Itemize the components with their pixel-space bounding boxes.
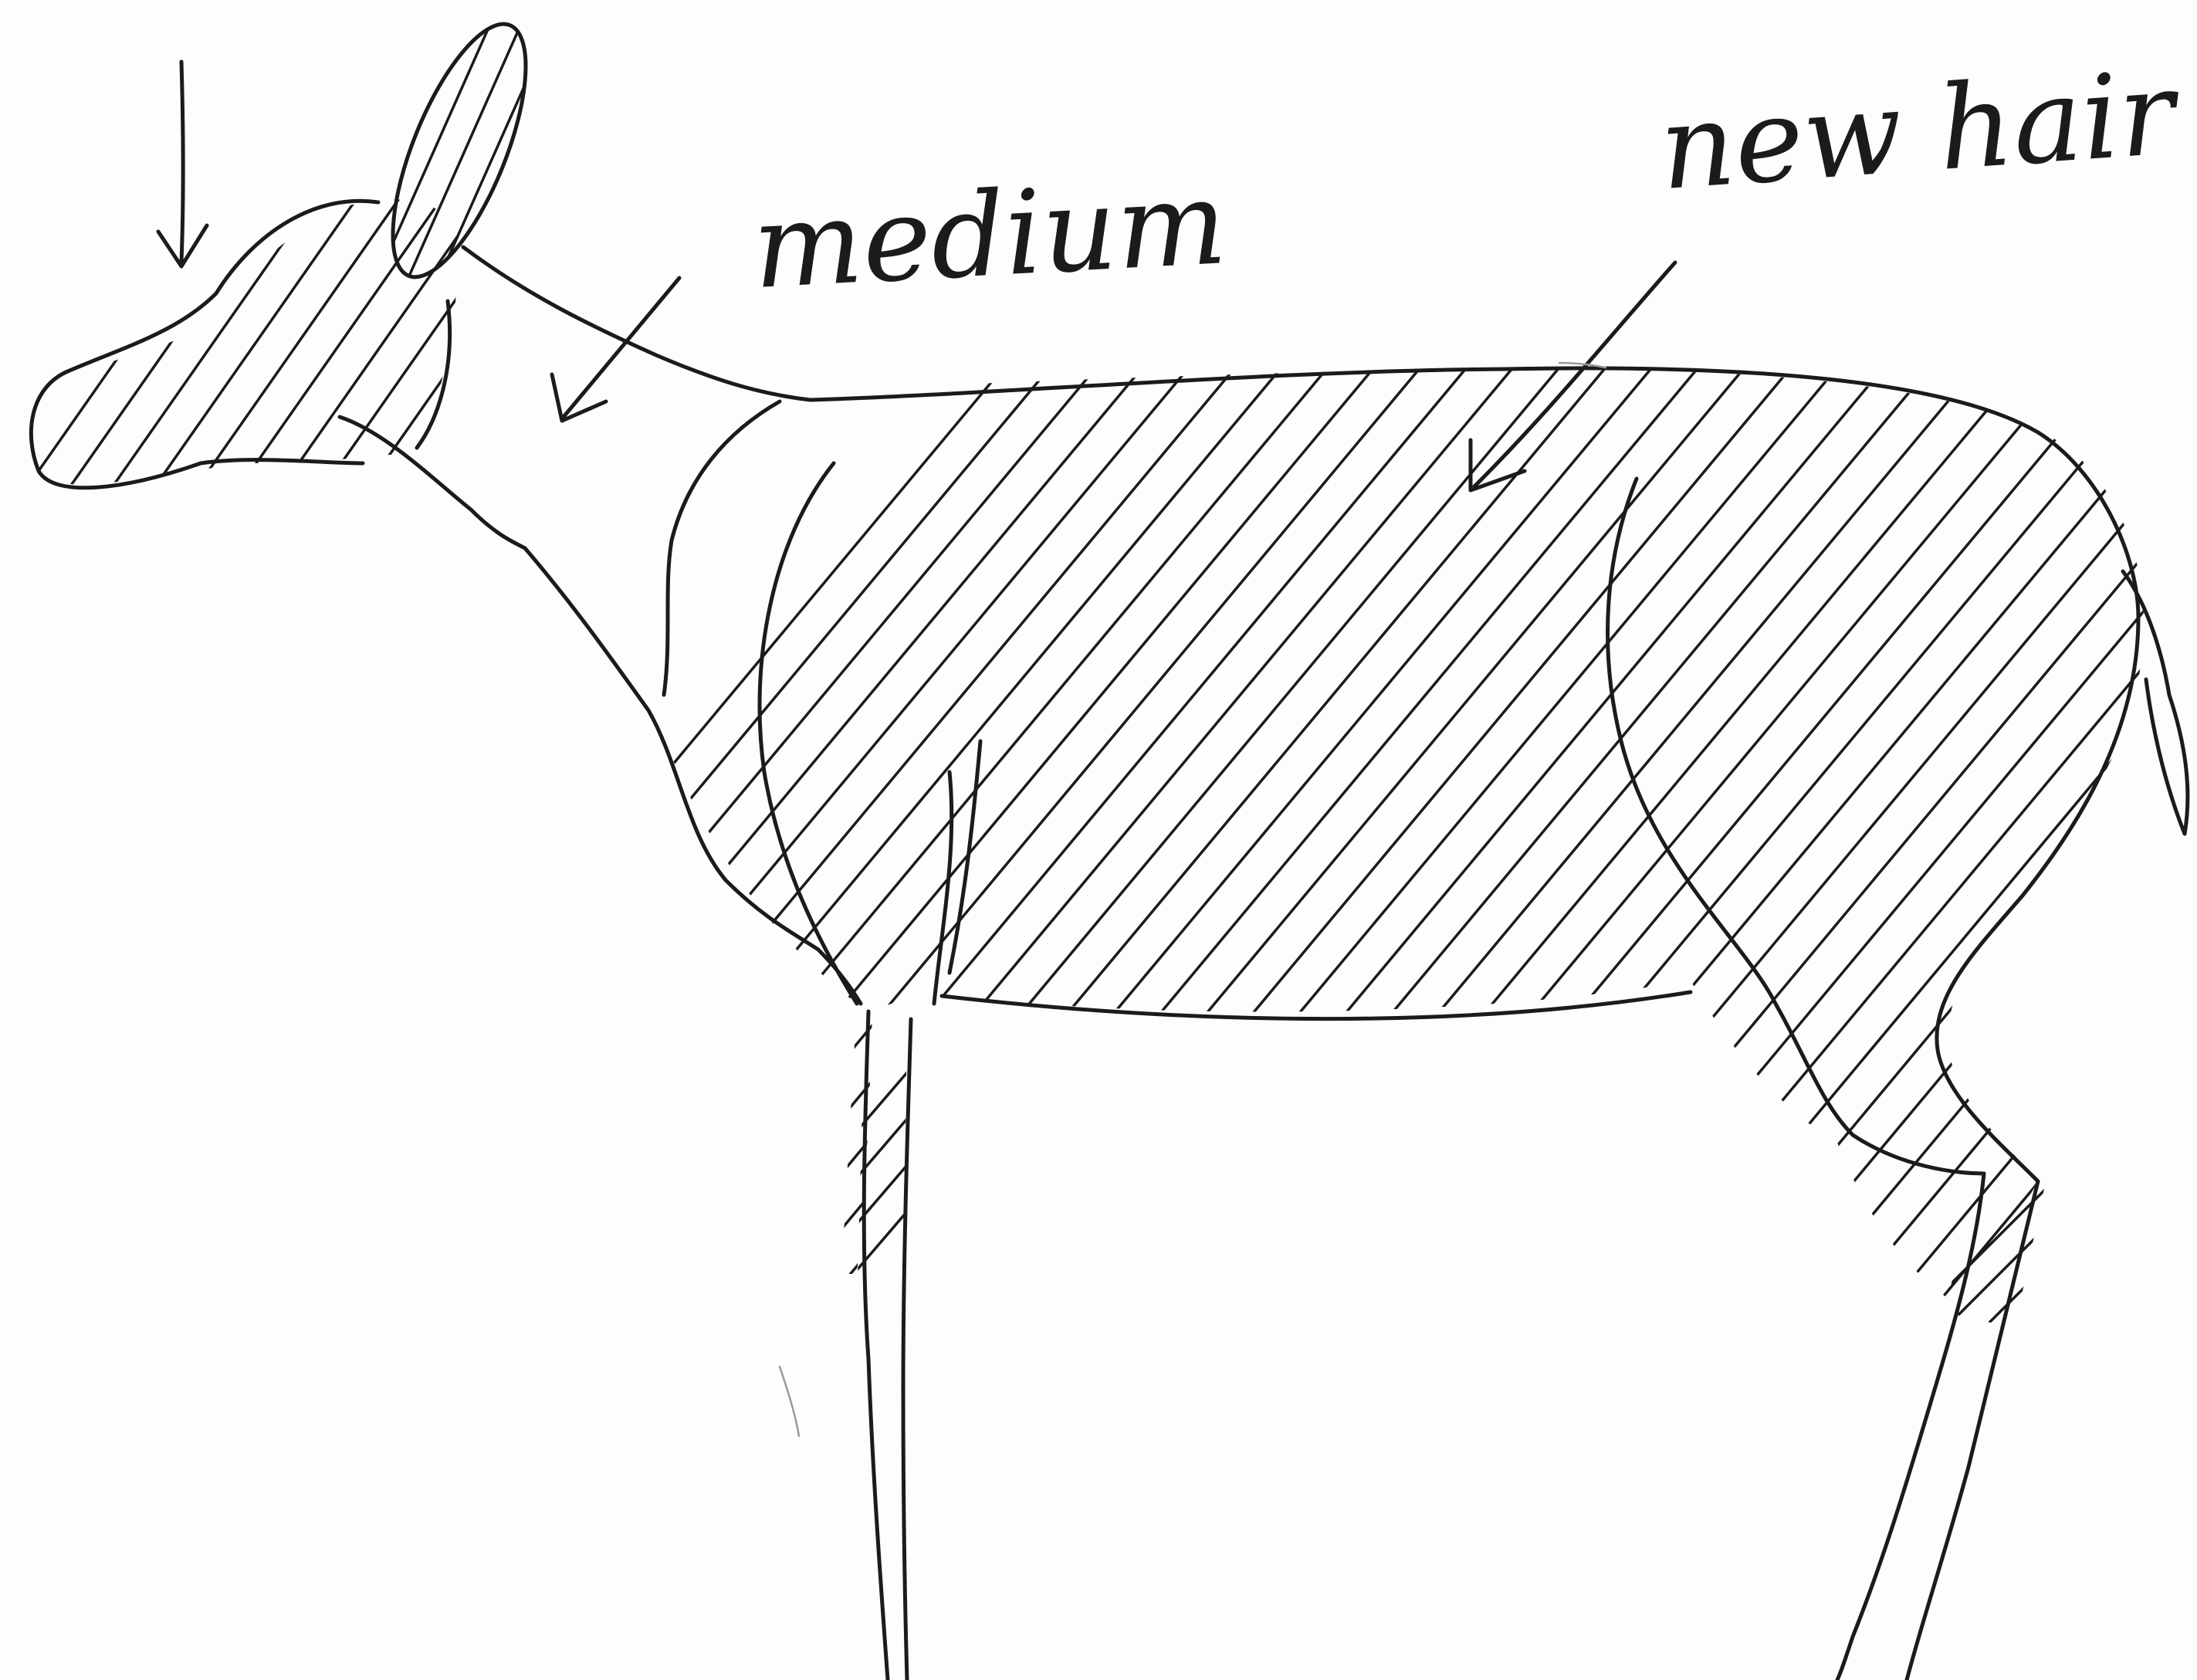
jaw-line (340, 417, 525, 548)
front-leg-outline (864, 1011, 888, 1680)
label-medium: medium (750, 165, 1229, 306)
ear-hatching (340, 15, 587, 293)
tail-outline (2123, 571, 2188, 834)
foreleg-hatching (834, 1050, 926, 1297)
label-new-hair: new hair (1657, 56, 2178, 207)
arrow-nose (158, 62, 207, 266)
rump-outline (1937, 618, 2138, 1181)
neck-top-outline (463, 247, 2138, 618)
cheek-line (417, 301, 450, 448)
hindleg-hatching (1930, 1166, 2069, 1382)
ear-outline (366, 8, 553, 293)
hind-leg-front-outline (1837, 1174, 1984, 1680)
front-leg-back-outline (903, 1019, 911, 1680)
belly-outline (942, 992, 1691, 1019)
neck-front-outline (525, 548, 861, 1004)
arrow-medium (552, 278, 679, 421)
head-hatching (0, 124, 664, 587)
faint-mark (780, 1367, 799, 1436)
